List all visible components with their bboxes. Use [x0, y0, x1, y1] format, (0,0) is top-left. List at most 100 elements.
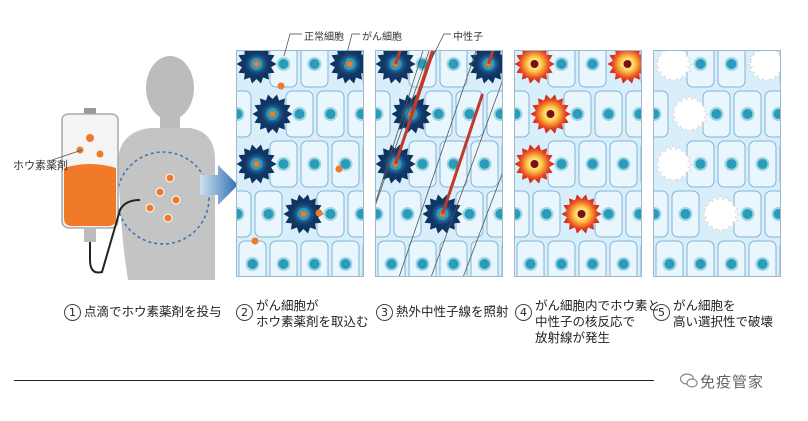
divider-line [14, 380, 654, 381]
cell-nucleus [237, 207, 245, 221]
cell-nucleus [771, 207, 780, 221]
patient-silhouette [118, 56, 215, 280]
cell-nucleus [354, 207, 363, 221]
cancer-nucleus [530, 160, 539, 168]
cell-nucleus [601, 107, 616, 121]
destroyed-cancer-cell [670, 94, 709, 134]
cell-nucleus [338, 157, 353, 171]
cell-nucleus [632, 207, 641, 221]
cell-nucleus [709, 107, 724, 121]
neutron-path [463, 173, 502, 276]
iv-tube [89, 199, 141, 274]
panel-irradiation [375, 50, 503, 277]
panel-uptake [236, 50, 364, 277]
step-2-line-1: がん細胞が [256, 298, 319, 313]
neutron-path [376, 51, 430, 205]
cell-nucleus [276, 57, 291, 71]
cell-nucleus [724, 157, 739, 171]
destroyed-cancer-cell [701, 194, 740, 234]
cell-nucleus [446, 257, 461, 271]
step-1-line-1: 点滴でホウ素薬剤を投与 [84, 304, 222, 319]
cell-nucleus [693, 257, 708, 271]
cell-nucleus [261, 207, 276, 221]
cell-nucleus [755, 257, 770, 271]
step-2-number: 2 [236, 304, 253, 321]
neutron-beam [394, 51, 435, 165]
step-3-number: 3 [376, 304, 393, 321]
panel-reaction [514, 50, 642, 277]
cell-nucleus [338, 257, 353, 271]
cell-nucleus [755, 157, 770, 171]
cell-nucleus [237, 107, 245, 121]
step-4-line-2: 中性子の核反応で [535, 314, 636, 329]
step-4-line-3: 放射線が発生 [535, 330, 611, 345]
cancer-cell-label: がん細胞 [362, 32, 402, 43]
cell-nucleus [554, 157, 569, 171]
panel-destruction [653, 50, 781, 277]
cancer-nucleus [546, 110, 555, 118]
cell-nucleus [616, 257, 631, 271]
cell-nucleus [400, 207, 415, 221]
destroyed-cancer-cell [654, 51, 693, 84]
cell-nucleus [477, 157, 492, 171]
step-5-line-2: 高い選択性で破壊 [673, 314, 774, 329]
cell-nucleus [446, 57, 461, 71]
cell-nucleus [415, 157, 430, 171]
step-2-caption: 2 がん細胞が ホウ素薬剤を取込む [236, 298, 369, 330]
cell-nucleus [662, 257, 677, 271]
cell-nucleus [493, 207, 502, 221]
neutron-path [398, 51, 477, 276]
cell-nucleus [693, 157, 708, 171]
boron-particle [251, 237, 259, 245]
boron-particle [277, 82, 285, 90]
cell-nucleus [462, 207, 477, 221]
boron-particle [335, 165, 343, 173]
cell-nucleus [431, 107, 446, 121]
step-3-line-1: 熱外中性子線を照射 [396, 304, 509, 319]
reacting-cancer-cell [607, 51, 641, 84]
boron-particle [315, 209, 323, 217]
watermark-text: 免疫管家 [700, 373, 765, 391]
cell-nucleus [323, 207, 338, 221]
cell-nucleus [740, 207, 755, 221]
cell-nucleus [245, 257, 260, 271]
cell-nucleus [323, 107, 338, 121]
cell-nucleus [376, 107, 384, 121]
cell-nucleus [292, 107, 307, 121]
cell-nucleus [724, 257, 739, 271]
cell-nucleus [616, 157, 631, 171]
cancer-nucleus [623, 60, 632, 68]
neutron-beam [441, 93, 484, 215]
cell-nucleus [493, 107, 502, 121]
destroyed-cancer-cell [654, 144, 693, 184]
destroyed-cancer-cell [747, 51, 780, 84]
cell-nucleus [654, 107, 662, 121]
boron-particle [346, 61, 353, 67]
wechat-icon [680, 373, 698, 388]
drug-particles-in-body [145, 173, 181, 223]
cell-nucleus [585, 257, 600, 271]
callout-leaders [283, 33, 451, 73]
step-4-line-1: がん細胞内でホウ素と [535, 298, 661, 313]
cell-nucleus [415, 257, 430, 271]
neutron-label: 中性子 [453, 32, 483, 43]
cell-nucleus [585, 157, 600, 171]
cancer-nucleus [530, 60, 539, 68]
boron-particle [253, 161, 260, 167]
cell-nucleus [523, 257, 538, 271]
cell-nucleus [554, 57, 569, 71]
cell-nucleus [771, 107, 780, 121]
flow-arrow [200, 165, 238, 205]
step-5-line-1: がん細胞を [673, 298, 736, 313]
step-2-line-2: ホウ素薬剤を取込む [256, 314, 369, 329]
cell-nucleus [384, 257, 399, 271]
cell-nucleus [554, 257, 569, 271]
boron-particle [269, 111, 276, 117]
cell-nucleus [515, 207, 523, 221]
cell-nucleus [570, 107, 585, 121]
cell-nucleus [632, 107, 641, 121]
cell-nucleus [276, 257, 291, 271]
normal-cell-label: 正常細胞 [304, 32, 344, 43]
